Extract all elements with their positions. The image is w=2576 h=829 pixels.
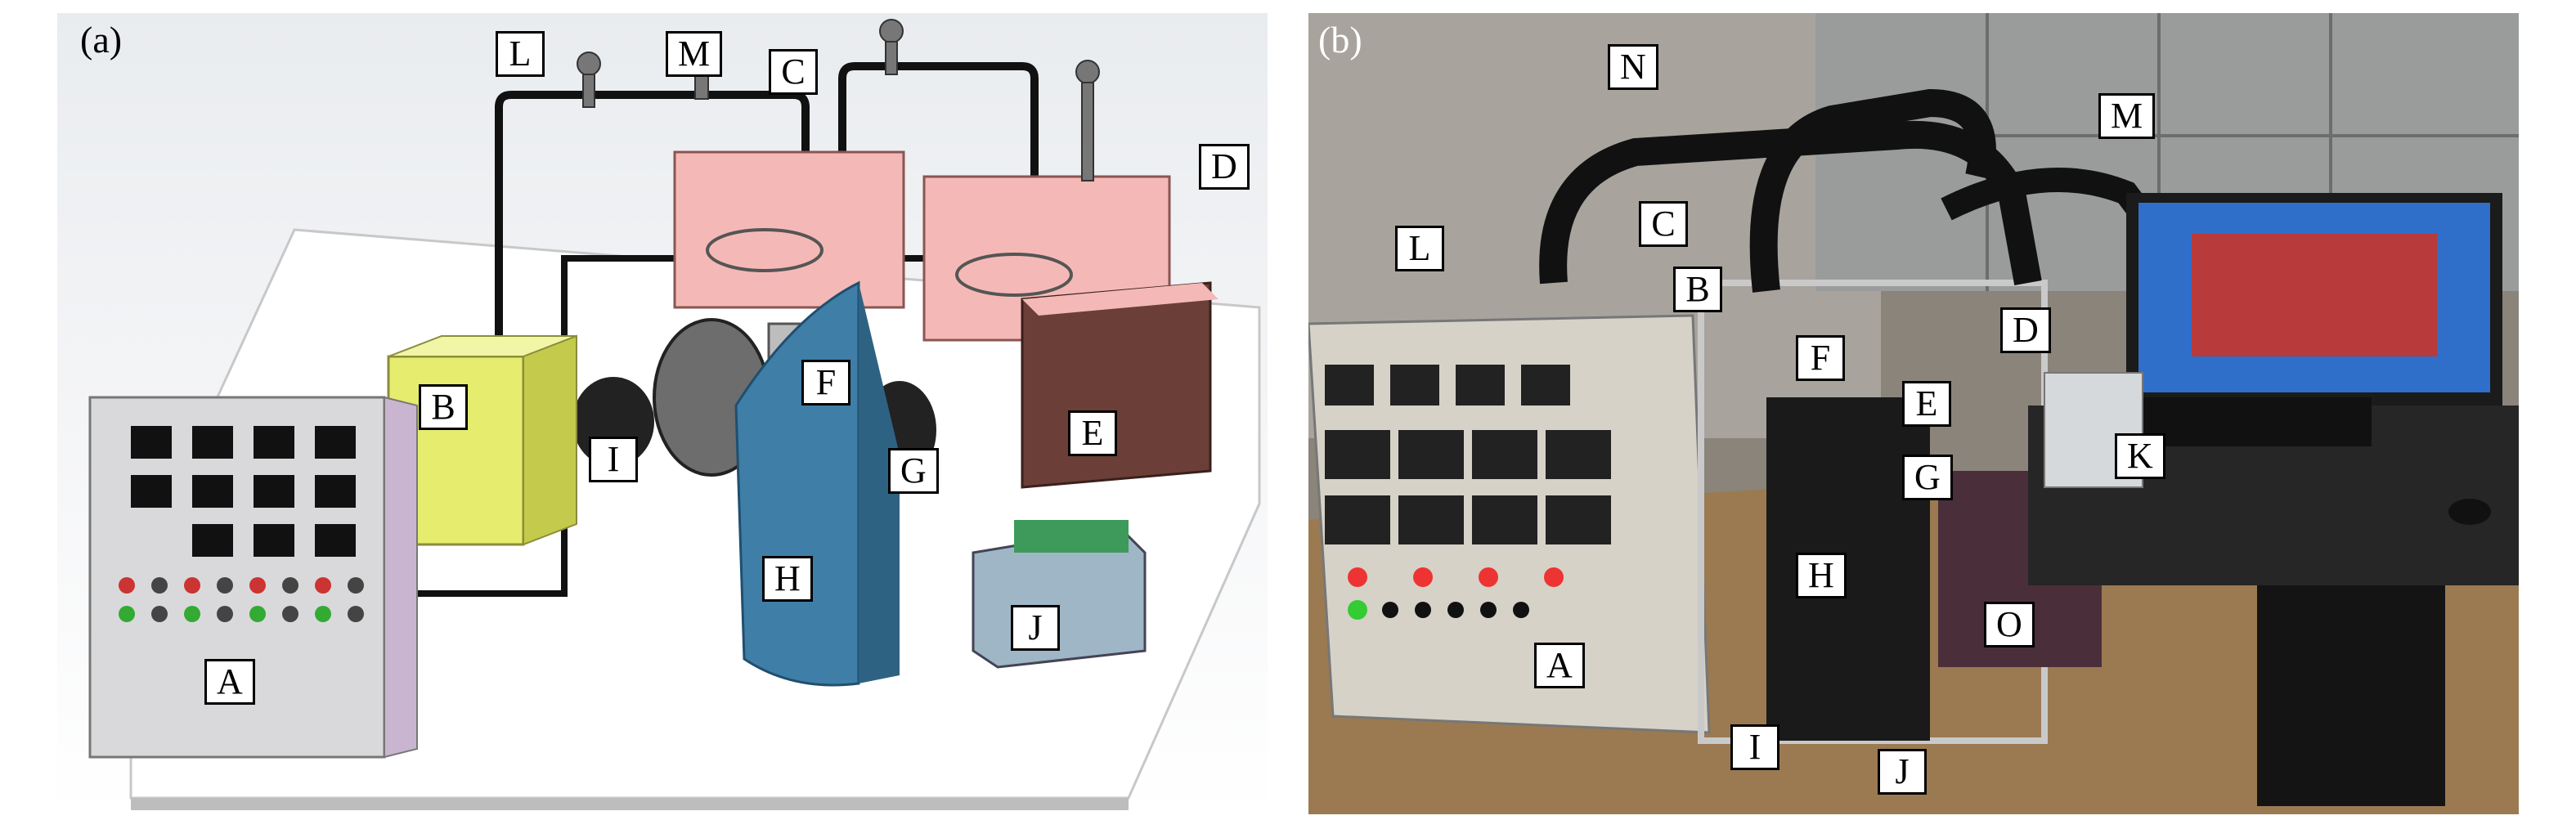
label-b-h: H — [1796, 553, 1847, 598]
label-b-j: J — [1878, 749, 1927, 795]
cabinet-buttons — [119, 577, 364, 622]
label-b-g: G — [1902, 455, 1953, 500]
heat-exchanger-h-side — [859, 283, 900, 683]
label-a-a: A — [204, 659, 255, 705]
photo-drawing — [1308, 13, 2519, 814]
pipe-top-left — [466, 91, 810, 352]
box-e-top — [1022, 283, 1218, 316]
control-cabinet-side — [384, 396, 418, 759]
label-a-g: G — [888, 448, 939, 494]
label-b-d: D — [2000, 307, 2051, 353]
label-a-l: L — [496, 31, 545, 77]
label-b-k: K — [2115, 433, 2165, 479]
label-b-a: A — [1534, 643, 1585, 688]
label-a-i: I — [589, 437, 638, 482]
base-plate-edge — [131, 798, 1129, 810]
label-a-d: D — [1199, 144, 1250, 190]
module-j-terminals — [1014, 520, 1129, 553]
cabinet-displays — [131, 426, 356, 557]
pc-tower — [2257, 585, 2445, 806]
label-b-e: E — [1902, 381, 1951, 427]
sensors — [577, 19, 1100, 181]
photo-buttons — [1348, 567, 1564, 620]
photo-displays — [1325, 365, 1611, 544]
panel-b-tag: (b) — [1318, 19, 1362, 60]
insulated-hose-2 — [1749, 88, 1996, 293]
label-b-b: B — [1673, 267, 1722, 312]
label-b-m: M — [2098, 93, 2156, 139]
cad-drawing — [88, 19, 1261, 810]
mouse — [2448, 499, 2491, 525]
label-a-e: E — [1068, 410, 1117, 456]
panel-a-cad-model — [57, 13, 1268, 814]
label-b-l: L — [1395, 226, 1444, 271]
panel-b-photo — [1308, 13, 2519, 814]
monitor-app-window — [2192, 234, 2437, 356]
pipe-top-right — [838, 62, 1039, 234]
label-b-c: C — [1639, 201, 1688, 247]
coil-c — [706, 228, 824, 272]
label-b-o: O — [1984, 602, 2035, 648]
photo-heat-exchanger — [1766, 397, 1930, 741]
label-b-f: F — [1796, 335, 1845, 381]
label-b-i: I — [1730, 724, 1779, 770]
label-a-j: J — [1011, 605, 1060, 651]
label-a-f: F — [801, 360, 850, 406]
panel-a-tag: (a) — [80, 19, 123, 60]
coil-d — [955, 253, 1073, 297]
box-b-side — [523, 334, 577, 546]
chamber-c — [673, 150, 905, 309]
label-a-b: B — [419, 384, 468, 430]
label-a-m: M — [666, 31, 723, 77]
keyboard — [2143, 397, 2372, 446]
label-a-c: C — [769, 49, 818, 95]
label-b-n: N — [1608, 44, 1658, 90]
label-a-h: H — [762, 556, 813, 602]
